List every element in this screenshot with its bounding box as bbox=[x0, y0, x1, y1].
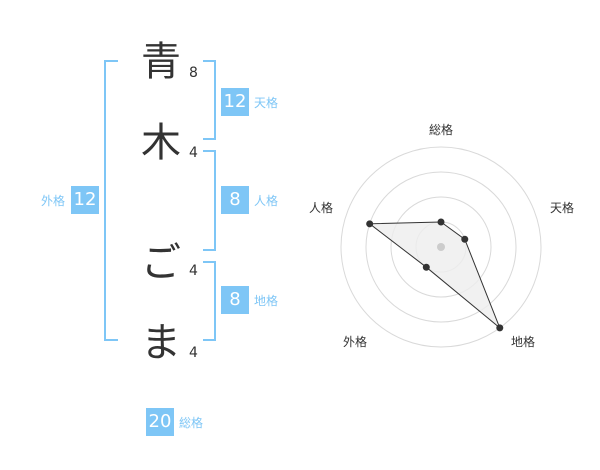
radar-point-3 bbox=[496, 324, 504, 332]
gaikaku-label: 外格 bbox=[41, 194, 66, 208]
gaikaku-badge: 12 bbox=[71, 186, 99, 214]
radar-ring-3 bbox=[365, 171, 517, 323]
soukaku-badge: 20 bbox=[146, 408, 174, 436]
chikaku-value: 8 bbox=[229, 289, 241, 310]
radar-point-2 bbox=[461, 235, 469, 243]
radar-ring-4 bbox=[340, 146, 542, 348]
name-char-1: 青 bbox=[141, 39, 181, 85]
tenkaku-bracket bbox=[203, 60, 216, 140]
jinkaku-bracket bbox=[203, 150, 216, 251]
tenkaku-value: 12 bbox=[223, 91, 247, 112]
chikaku-bracket bbox=[203, 261, 216, 341]
chikaku-label: 地格 bbox=[254, 294, 279, 308]
stroke-count-2: 4 bbox=[189, 145, 198, 161]
radar-axis-label-chikaku: 地格 bbox=[511, 335, 536, 349]
radar-axis-label-jinkaku: 人格 bbox=[309, 201, 334, 215]
chikaku-badge: 8 bbox=[221, 286, 249, 314]
radar-center-dot bbox=[437, 243, 445, 251]
radar-axis-label-soukaku: 総格 bbox=[429, 123, 454, 137]
radar-points bbox=[366, 218, 504, 332]
stroke-count-1: 8 bbox=[189, 65, 198, 81]
radar-polygon bbox=[368, 221, 501, 329]
radar-point-4 bbox=[422, 263, 430, 271]
radar-ring-2 bbox=[390, 196, 492, 298]
name-char-2: 木 bbox=[141, 120, 181, 166]
soukaku-value: 20 bbox=[148, 411, 172, 432]
radar-axis-label-gaikaku: 外格 bbox=[343, 335, 368, 349]
stroke-count-3: 4 bbox=[189, 263, 198, 279]
jinkaku-badge: 8 bbox=[221, 186, 249, 214]
name-char-3: ご bbox=[141, 240, 181, 286]
tenkaku-badge: 12 bbox=[221, 88, 249, 116]
radar-point-1 bbox=[437, 218, 445, 226]
tenkaku-label: 天格 bbox=[254, 96, 279, 110]
jinkaku-value: 8 bbox=[229, 189, 241, 210]
radar-point-5 bbox=[366, 220, 374, 228]
gaikaku-value: 12 bbox=[73, 189, 97, 210]
soukaku-label: 総格 bbox=[179, 416, 204, 430]
stroke-count-4: 4 bbox=[189, 345, 198, 361]
name-char-4: ま bbox=[141, 320, 181, 366]
gaikaku-bracket bbox=[104, 60, 118, 341]
radar-axis-label-tenkaku: 天格 bbox=[550, 201, 575, 215]
jinkaku-label: 人格 bbox=[254, 194, 279, 208]
